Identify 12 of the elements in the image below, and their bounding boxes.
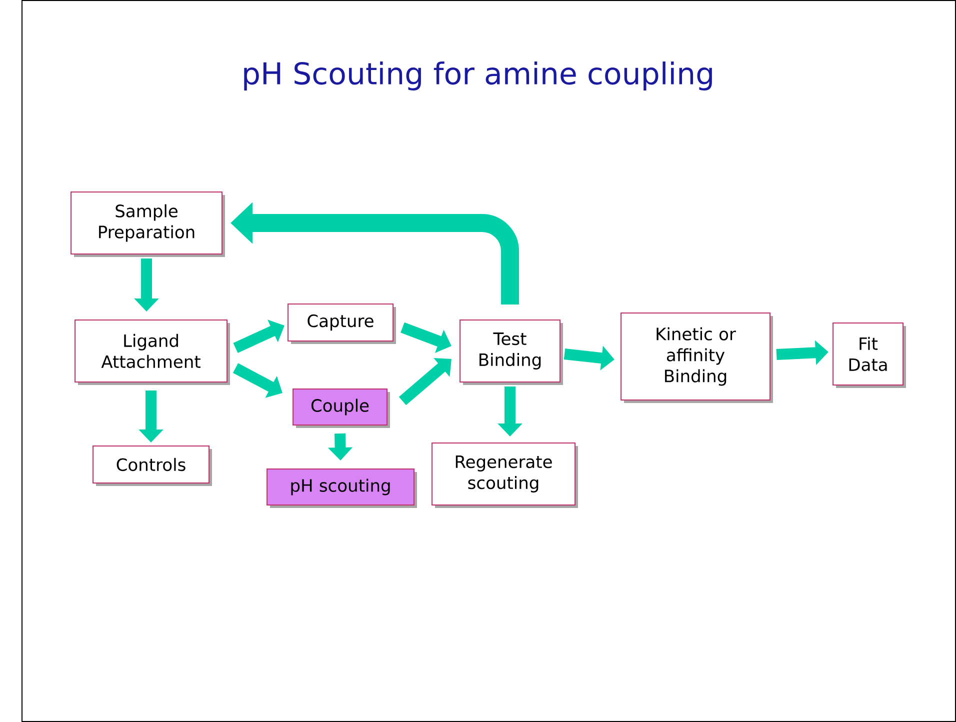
process-box: Controls xyxy=(92,446,212,486)
process-box: Kinetic or affinity Binding xyxy=(620,312,773,403)
process-box: Capture xyxy=(288,304,396,344)
arrow xyxy=(398,358,452,406)
title: pH Scouting for amine coupling xyxy=(244,61,712,91)
process-box: Couple xyxy=(292,388,390,428)
process-box: Fit Data xyxy=(832,322,906,388)
process-box: pH scouting xyxy=(266,468,417,508)
process-box: Sample Preparation xyxy=(70,192,225,257)
process-box: Test Binding xyxy=(460,320,563,385)
process-box: Ligand Attachment xyxy=(74,320,230,385)
process-box: Regenerate scouting xyxy=(432,442,578,508)
